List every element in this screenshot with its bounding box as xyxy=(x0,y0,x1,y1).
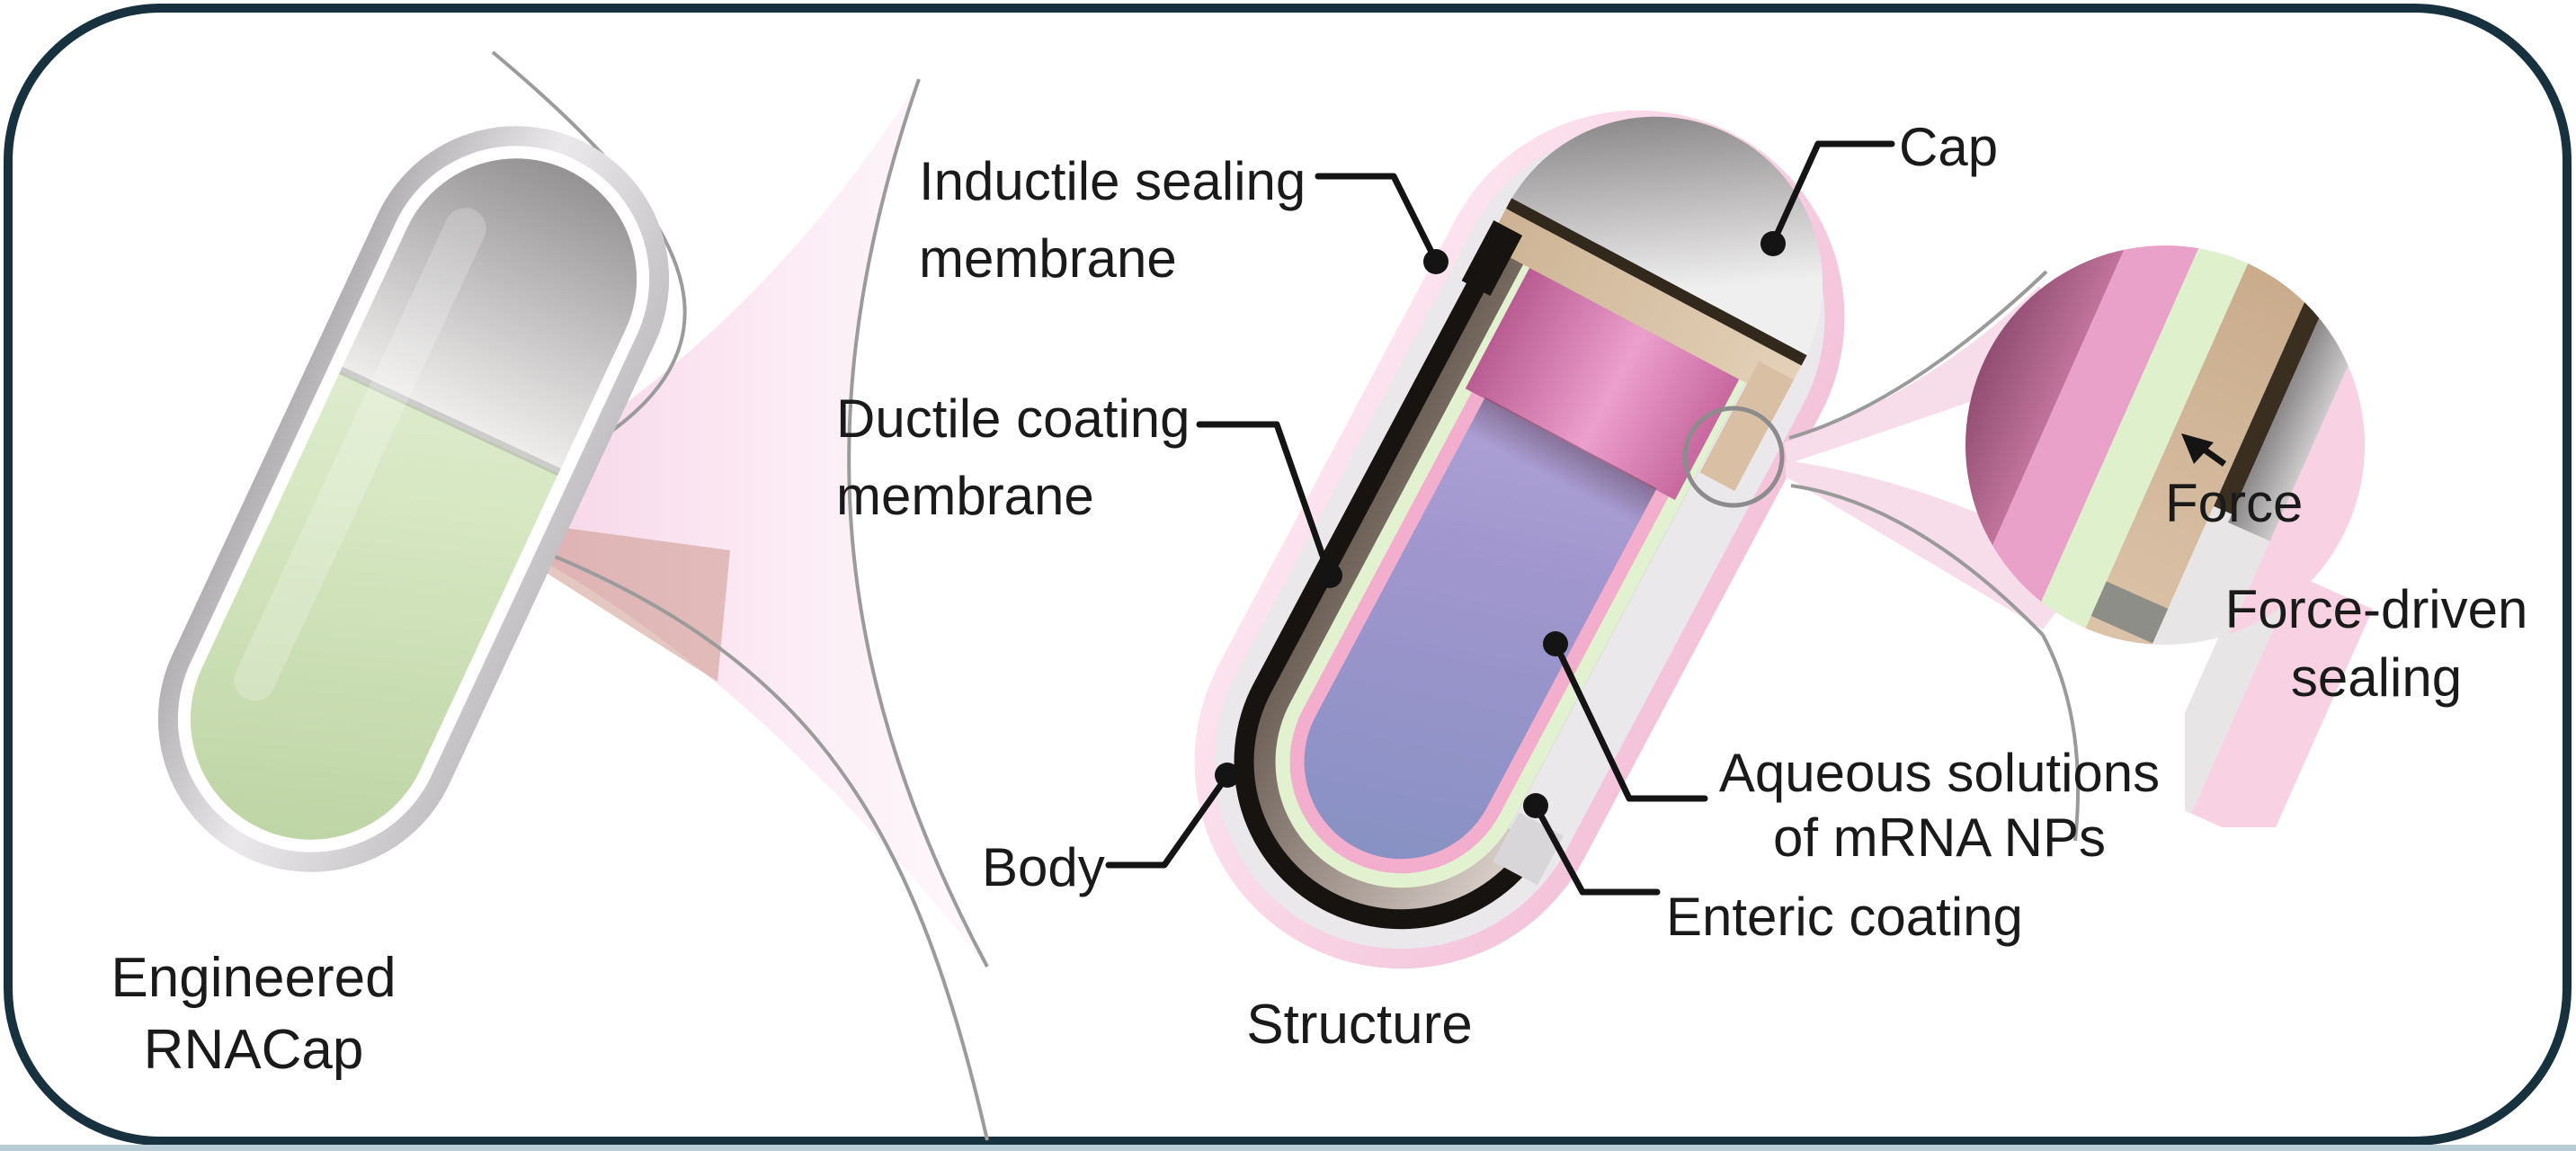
label-force-driven-line2: sealing xyxy=(2291,647,2462,708)
leader-ductile xyxy=(1196,421,1333,577)
sealing-membrane-side xyxy=(1699,361,1795,492)
leader-cap xyxy=(1769,140,1895,246)
label-ductile-line1: Ductile coating xyxy=(836,388,1190,449)
capsule-highlight xyxy=(234,208,486,701)
dot-enteric xyxy=(1523,793,1548,818)
leader-lines xyxy=(1105,140,1895,896)
leader-body xyxy=(1105,773,1230,869)
label-inductile-line2: membrane xyxy=(919,228,1177,289)
dot-ductile xyxy=(1317,563,1342,588)
frame-bottom-strip xyxy=(0,1145,2576,1151)
capsule-cap-gray xyxy=(340,158,637,474)
fan-pink-fill xyxy=(450,79,987,967)
labels: Engineered RNACap Structure Inductile se… xyxy=(111,117,2527,1081)
cone-curve-lower xyxy=(1790,484,2045,637)
dot-inductile xyxy=(1423,249,1448,274)
inset-green-stripe xyxy=(2017,245,2269,645)
label-ductile-line2: membrane xyxy=(836,466,1094,526)
cone-curve-upper xyxy=(1788,270,2048,440)
label-enteric: Enteric coating xyxy=(1666,887,2023,947)
cone-curve-sweep xyxy=(2041,634,2080,842)
fan-curve-right xyxy=(847,78,989,968)
leader-aqueous xyxy=(1553,642,1708,802)
inset-gray-step xyxy=(2090,581,2169,644)
label-force: Force xyxy=(2165,473,2303,533)
label-engineered-line2: RNACap xyxy=(144,1019,364,1081)
force-arrowhead xyxy=(2181,433,2214,464)
label-structure: Structure xyxy=(1246,994,1473,1056)
structure-capsule xyxy=(1194,110,1845,969)
label-body: Body xyxy=(982,837,1105,897)
panel-frame xyxy=(0,4,2576,1151)
force-arrow xyxy=(2181,433,2227,467)
black-shell-notch xyxy=(1461,219,1523,296)
leader-inductile xyxy=(1315,173,1440,264)
leader-dots xyxy=(1215,231,1786,818)
cap-dome xyxy=(1507,116,1823,363)
dome-edge-line xyxy=(1506,198,1807,366)
seal-region-marker xyxy=(1682,406,1785,508)
inset-pink-stripe xyxy=(1965,245,2223,645)
tail-pink-stripe xyxy=(2191,575,2374,827)
capsule-cap-junction xyxy=(339,366,561,477)
frame-border xyxy=(4,4,2572,1146)
leader-enteric xyxy=(1533,804,1661,896)
inset-outer-pink-stripe xyxy=(2186,270,2365,645)
fan-curve-lower xyxy=(450,516,989,1141)
label-engineered-line1: Engineered xyxy=(111,947,396,1009)
dot-body xyxy=(1215,763,1240,788)
magenta-ring-band xyxy=(1465,267,1740,501)
label-aqueous-line2: of mRNA NPs xyxy=(1773,807,2106,868)
sealing-membrane-band xyxy=(1486,208,1802,403)
label-cap: Cap xyxy=(1899,117,1998,177)
band-shadow xyxy=(1466,397,1657,525)
label-inductile-line1: Inductile sealing xyxy=(919,151,1306,211)
dot-aqueous xyxy=(1543,631,1568,656)
dot-cap xyxy=(1760,231,1786,256)
label-force-driven-line1: Force-driven xyxy=(2225,579,2528,639)
label-aqueous-line1: Aqueous solutions xyxy=(1719,743,2160,803)
rnacap-capsule xyxy=(157,126,670,872)
